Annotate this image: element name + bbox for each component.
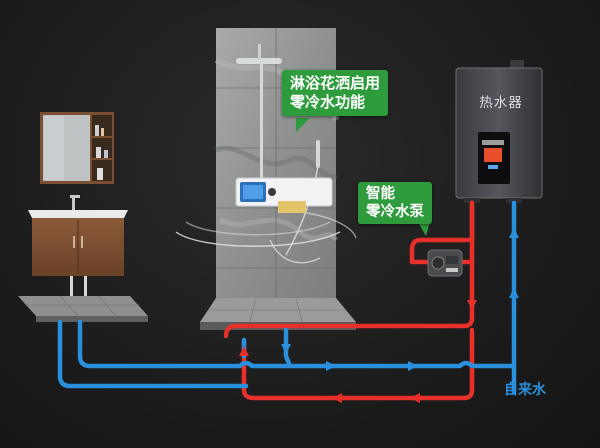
hot-water-pipes [223,200,475,401]
callout-smart-pump: 智能 零冷水泵 [358,182,432,225]
mirror-cabinet [40,112,114,184]
callout-shower-line2: 零冷水功能 [290,92,366,111]
sink-floor-slab [18,295,148,322]
tap-water-label: 自来水 [504,382,546,398]
callout-shower-pointer [296,118,310,132]
callout-pump-line1: 智能 [366,186,395,202]
flow-arrows-cold [281,228,519,371]
water-heater-label: 热水器 [479,95,523,111]
water-heater [455,60,543,203]
shower-control-panel [235,177,333,213]
callout-shower-line1: 淋浴花洒启用 [290,74,381,92]
callout-pump-pointer [418,222,430,236]
callout-pump-line2: 零冷水泵 [366,204,424,221]
water-swirl [175,211,357,247]
callout-shower-zero-cold: 淋浴花洒启用 零冷水功能 [282,70,389,116]
vanity-cabinet [28,195,128,296]
circulation-pump [427,249,463,277]
flow-arrows-hot [239,300,477,403]
